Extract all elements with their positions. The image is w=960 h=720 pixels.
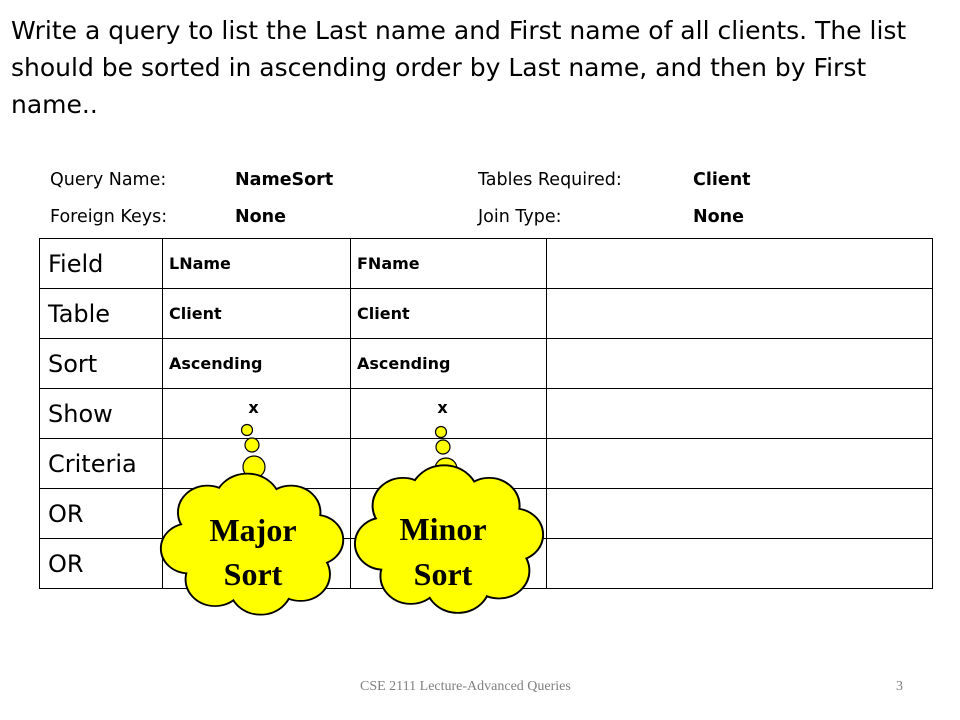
grid-cell[interactable]: Ascending [162,338,351,389]
grid-cell[interactable]: FName [350,238,547,289]
grid-cell[interactable] [546,538,933,589]
grid-row-show: Show x x [39,388,933,439]
grid-cell[interactable] [546,488,933,539]
foreign-keys-value: None [235,207,286,227]
row-label: Criteria [39,438,163,489]
cell-value: Client [169,304,222,323]
grid-row-table: Table Client Client [39,288,933,339]
grid-cell[interactable] [350,488,547,539]
intro-text: Write a query to list the Last name and … [11,16,907,119]
grid-row-or: OR [39,488,933,539]
grid-cell[interactable]: Ascending [350,338,547,389]
grid-cell[interactable] [350,438,547,489]
grid-cell[interactable] [546,338,933,389]
foreign-keys-label: Foreign Keys: [50,207,168,227]
join-type-value: None [693,207,744,227]
cell-value: Ascending [169,354,263,373]
query-design-grid: Field LName FName Table Client Client So… [39,238,933,589]
grid-cell[interactable] [546,288,933,339]
grid-row-sort: Sort Ascending Ascending [39,338,933,389]
grid-cell[interactable]: x [350,388,547,439]
cell-value: Ascending [357,354,451,373]
grid-cell[interactable]: LName [162,238,351,289]
row-label: Sort [39,338,163,389]
cell-value: FName [357,254,420,273]
show-checkmark: x [248,398,259,417]
grid-row-or: OR [39,538,933,589]
grid-cell[interactable]: x [162,388,351,439]
show-checkmark: x [437,398,448,417]
grid-cell[interactable] [546,238,933,289]
query-name-label: Query Name: [50,170,167,190]
grid-cell[interactable] [546,388,933,439]
row-label: Field [39,238,163,289]
join-type-label: Join Type: [478,207,562,227]
grid-cell[interactable] [162,488,351,539]
row-label: OR [39,538,163,589]
row-label: Show [39,388,163,439]
tables-required-value: Client [693,170,751,190]
grid-cell[interactable]: Client [162,288,351,339]
grid-cell[interactable]: Client [350,288,547,339]
grid-cell[interactable] [350,538,547,589]
query-name-value: NameSort [235,170,334,190]
grid-row-criteria: Criteria [39,438,933,489]
grid-cell[interactable] [162,538,351,589]
footer-title: CSE 2111 Lecture-Advanced Queries [360,679,571,694]
row-label: Table [39,288,163,339]
page-number: 3 [896,679,903,694]
cell-value: LName [169,254,231,273]
grid-row-field: Field LName FName [39,238,933,289]
grid-cell[interactable] [162,438,351,489]
grid-cell[interactable] [546,438,933,489]
cell-value: Client [357,304,410,323]
tables-required-label: Tables Required: [478,170,622,190]
row-label: OR [39,488,163,539]
